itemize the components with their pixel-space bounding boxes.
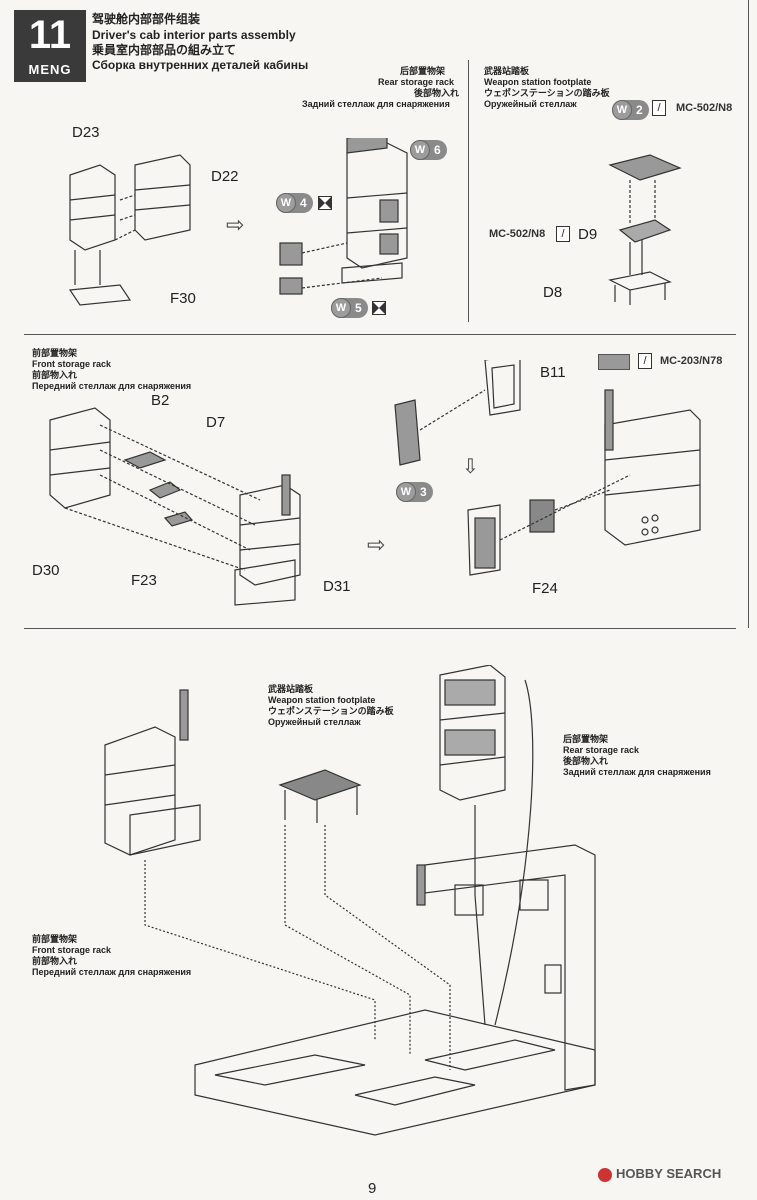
rear-rack-en: Rear storage rack — [378, 77, 455, 87]
part-d7: D7 — [206, 414, 226, 431]
brand-logo: MENG — [28, 62, 72, 77]
weapon-plate-ja: ウェポンステーションの踏み板 — [484, 88, 610, 98]
front-rack-ru-2: Передний стеллаж для снаряжения — [32, 967, 192, 977]
part-d22: D22 — [211, 168, 239, 185]
title-en: Driver's cab interior parts assembly — [92, 28, 296, 42]
paint-swatch — [598, 354, 630, 370]
part-d30: D30 — [32, 562, 60, 579]
rear-rack-zh: 后部置物架 — [400, 66, 446, 76]
weapon-plate-ru: Оружейный стеллаж — [484, 99, 577, 109]
step-number: 11 — [28, 13, 72, 57]
front-rack-ja: 前部物入れ — [32, 370, 78, 380]
part-b11: B11 — [540, 364, 566, 381]
front-rack-en: Front storage rack — [32, 359, 112, 369]
weapon-plate-zh: 武器站踏板 — [484, 66, 530, 76]
window-frame-diagram — [394, 360, 701, 576]
paint-brush-icon-d9: / — [556, 226, 570, 242]
divider-right-edge — [748, 0, 749, 628]
rear-rack-zh-2: 后部置物架 — [563, 734, 609, 744]
title-ru: Сборка внутренних деталей кабины — [92, 58, 309, 72]
watermark-logo-icon — [598, 1168, 612, 1182]
title-zh: 驾驶舱内部部件组装 — [92, 12, 201, 26]
cab-floor-assembly-diagram — [104, 665, 596, 1136]
assembly-arrow-icon: ⇨ — [226, 212, 245, 237]
paint-mc502-top: MC-502/N8 — [676, 102, 733, 114]
part-d23: D23 — [72, 124, 100, 141]
remove-icon-w5 — [372, 301, 386, 315]
weapon-plate-ru-2: Оружейный стеллаж — [268, 717, 361, 727]
paint-brush-icon: / — [652, 100, 666, 116]
front-rack-zh: 前部置物架 — [32, 348, 78, 358]
front-rack-en-2: Front storage rack — [32, 945, 112, 955]
divider-vertical-top — [468, 60, 469, 322]
part-b2: B2 — [151, 392, 170, 409]
part-f24: F24 — [532, 580, 558, 597]
weapon-plate-en: Weapon station footplate — [484, 77, 592, 87]
rear-rack-diagram — [279, 138, 408, 295]
footplate-diagram — [608, 154, 682, 305]
part-d8: D8 — [543, 284, 563, 301]
rear-rack-ja: 後部物入れ — [414, 88, 460, 98]
divider-horizontal-2 — [24, 628, 736, 629]
part-d9: D9 — [578, 226, 598, 243]
rear-rack-ru: Задний стеллаж для снаряжения — [302, 99, 450, 109]
front-rack-ja-2: 前部物入れ — [32, 956, 78, 966]
part-d31: D31 — [323, 578, 351, 595]
front-rack-zh-2: 前部置物架 — [32, 934, 78, 944]
watermark-text: HOBBY SEARCH — [616, 1166, 722, 1181]
front-rack-diagram — [49, 407, 301, 606]
part-f23: F23 — [131, 572, 157, 589]
rear-rack-ja-2: 後部物入れ — [563, 756, 609, 766]
divider-horizontal-1 — [24, 334, 736, 335]
page-number: 9 — [368, 1180, 377, 1197]
paint-brush-icon-mc203: / — [638, 353, 652, 369]
front-rack-ru: Передний стеллаж для снаряжения — [32, 381, 192, 391]
assembly-arrow-icon-2: ⇨ — [367, 532, 386, 557]
part-f30: F30 — [170, 290, 196, 307]
weapon-plate-zh-2: 武器站踏板 — [268, 684, 314, 694]
weapon-plate-ja-2: ウェポンステーションの踏み板 — [268, 706, 394, 716]
title-ja: 乗員室内部部品の組み立て — [92, 43, 237, 57]
weapon-plate-en-2: Weapon station footplate — [268, 695, 376, 705]
down-arrow-icon: ⇩ — [462, 456, 479, 478]
paint-mc203: MC-203/N78 — [660, 355, 723, 367]
paint-mc502-d9: MC-502/N8 — [489, 228, 546, 240]
remove-icon-w4 — [318, 196, 332, 210]
step-badge — [14, 10, 86, 82]
rear-rack-ru-2: Задний стеллаж для снаряжения — [563, 767, 711, 777]
rear-rack-en-2: Rear storage rack — [563, 745, 640, 755]
rack-assembly-diagram — [68, 154, 191, 306]
